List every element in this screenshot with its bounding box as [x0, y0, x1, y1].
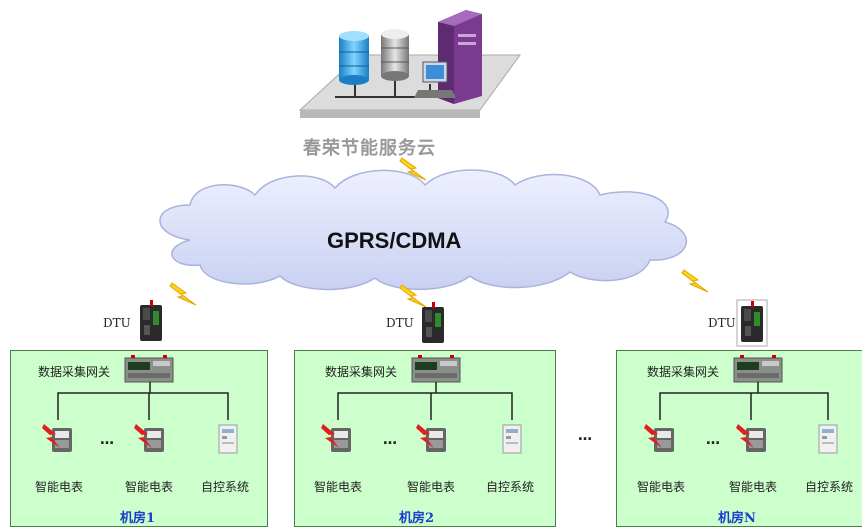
gateway-device-icon-room2 [411, 354, 461, 383]
control-label-room2: 自控系统 [486, 480, 535, 494]
control-system-icon-room1 [218, 424, 238, 454]
dtu-label-room1: DTU [103, 316, 131, 330]
meter-ellipsis-roomN: … [706, 432, 720, 448]
gateway-label-room1: 数据采集网关 [38, 365, 111, 379]
smart-meter-icon-room2-b [416, 424, 446, 452]
smart-meter-icon-roomN-b [736, 424, 766, 452]
dtu-device-icon-roomN [736, 299, 768, 347]
meter-label-roomN-b: 智能电表 [729, 480, 778, 494]
rooms-ellipsis: … [578, 428, 592, 444]
smart-meter-icon-room2-a [321, 424, 351, 452]
meter-label-room2-a: 智能电表 [314, 480, 363, 494]
smart-meter-icon-room1-a [42, 424, 72, 452]
smart-meter-icon-roomN-a [644, 424, 674, 452]
room-name-n: 机房N [718, 511, 756, 526]
meter-label-room1-a: 智能电表 [35, 480, 84, 494]
database-icon-blue [339, 31, 369, 85]
gateway-device-icon-roomN [733, 354, 783, 383]
meter-ellipsis-room1: … [100, 432, 114, 448]
network-label: GPRS/CDMA [327, 228, 462, 253]
meter-label-room1-b: 智能电表 [125, 480, 174, 494]
control-system-icon-roomN [818, 424, 838, 454]
room2-bus-line [337, 392, 513, 420]
gateway-device-icon-room1 [124, 354, 174, 383]
control-label-roomN: 自控系统 [805, 480, 854, 494]
gateway-label-roomN: 数据采集网关 [647, 365, 720, 379]
room1-bus-line [57, 392, 229, 420]
dtu-label-roomN: DTU [708, 316, 736, 330]
control-label-room1: 自控系统 [201, 480, 250, 494]
dtu-label-room2: DTU [386, 316, 414, 330]
gateway-label-room2: 数据采集网关 [325, 365, 398, 379]
computer-icon [414, 61, 456, 98]
database-icon-gray [381, 29, 409, 81]
room-name-1: 机房1 [120, 511, 156, 526]
cloud-shape [159, 169, 687, 291]
server-platform-edge [300, 110, 480, 118]
meter-label-room2-b: 智能电表 [407, 480, 456, 494]
room-name-2: 机房2 [399, 511, 435, 526]
smart-meter-icon-room1-b [134, 424, 164, 452]
meter-label-roomN-a: 智能电表 [637, 480, 686, 494]
roomN-bus-line [659, 392, 829, 420]
control-system-icon-room2 [502, 424, 522, 454]
server-title: 春荣节能服务云 [303, 138, 436, 159]
meter-ellipsis-room2: … [383, 432, 397, 448]
